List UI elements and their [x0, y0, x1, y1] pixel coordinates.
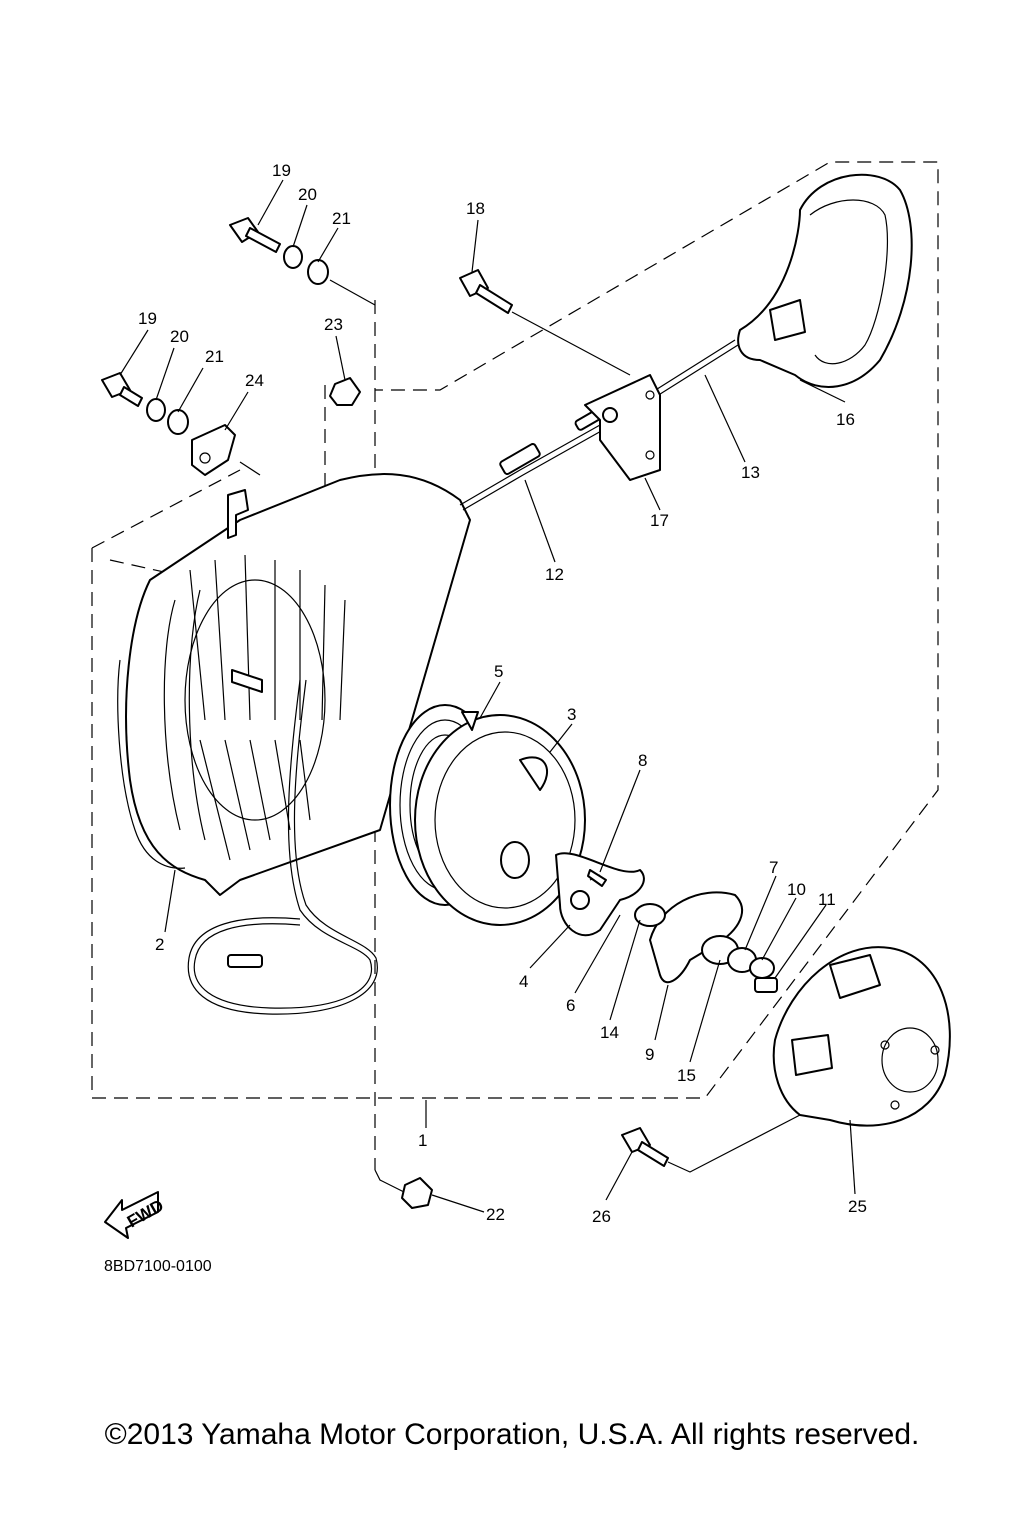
drive-pawl — [555, 852, 645, 937]
starter-case — [117, 473, 471, 896]
callout-20-left: 20 — [170, 327, 189, 346]
callout-labels: 1 2 3 4 5 6 7 8 9 10 11 12 13 14 15 16 1… — [138, 161, 867, 1226]
callout-13: 13 — [741, 463, 760, 482]
callout-17: 17 — [650, 511, 669, 530]
callout-5: 5 — [494, 662, 503, 681]
reel-pulley — [389, 704, 586, 926]
callout-7: 7 — [769, 858, 778, 877]
hardware — [101, 217, 669, 1209]
callout-2: 2 — [155, 935, 164, 954]
cable-adjuster — [499, 407, 606, 475]
starter-handle — [737, 173, 913, 388]
starter-drum — [772, 946, 951, 1127]
callout-8: 8 — [638, 751, 647, 770]
callout-22: 22 — [486, 1205, 505, 1224]
callout-14: 14 — [600, 1023, 619, 1042]
callout-23: 23 — [324, 315, 343, 334]
callout-6: 6 — [566, 996, 575, 1015]
callout-19-top: 19 — [272, 161, 291, 180]
callout-11: 11 — [818, 890, 836, 909]
document-code: 8BD7100-0100 — [104, 1258, 212, 1275]
callout-20-top: 20 — [298, 185, 317, 204]
callout-18: 18 — [466, 199, 485, 218]
case-fins — [189, 554, 346, 861]
starter-cable — [459, 339, 736, 506]
copyright-notice: ©2013 Yamaha Motor Corporation, U.S.A. A… — [104, 1418, 920, 1451]
callout-3: 3 — [567, 705, 576, 724]
callout-21-top: 21 — [332, 209, 351, 228]
callout-9: 9 — [645, 1045, 654, 1064]
callout-16: 16 — [836, 410, 855, 429]
callout-19-left: 19 — [138, 309, 157, 328]
callout-1: 1 — [418, 1131, 427, 1150]
callout-26: 26 — [592, 1207, 611, 1226]
friction-plate — [634, 891, 778, 993]
callout-15: 15 — [677, 1066, 696, 1085]
callout-24: 24 — [245, 371, 264, 390]
cable-bracket — [584, 374, 661, 481]
leader-lines — [119, 179, 856, 1213]
callout-21-left: 21 — [205, 347, 224, 366]
starter-rope — [187, 679, 378, 1015]
callout-12: 12 — [545, 565, 564, 584]
callout-4: 4 — [519, 972, 528, 991]
callout-25: 25 — [848, 1197, 867, 1216]
fwd-arrow-icon: FWD — [104, 1191, 167, 1239]
callout-10: 10 — [787, 880, 806, 899]
